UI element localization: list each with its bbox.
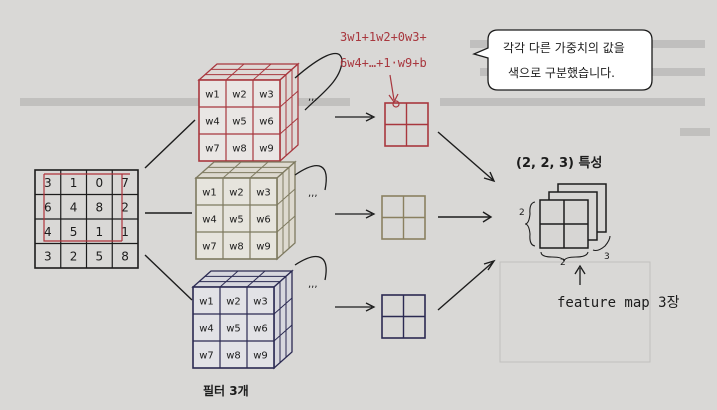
input-to-filter-lines: [144, 119, 196, 301]
matrix-cell-value: 3: [44, 249, 52, 263]
matrix-cell-value: 0: [96, 176, 104, 190]
filter-weight-label: w8: [226, 351, 241, 362]
filter-side-line: [276, 215, 296, 233]
filter-weight-label: w6: [253, 324, 268, 335]
filter-top-line: [249, 161, 269, 179]
formula-line-1: 3w1+1w2+0w3+: [340, 30, 427, 44]
filter-weight-label: w9: [253, 351, 268, 362]
filter-weight-label: w3: [253, 297, 268, 308]
dim-depth-label: 3: [604, 252, 610, 262]
matrix-cell-value: 8: [96, 200, 104, 214]
filter-weight-label: w4: [205, 117, 220, 128]
callout-bubble: [472, 29, 653, 91]
matrix-cell-value: 2: [70, 249, 78, 263]
matrix-cell-value: 7: [121, 176, 129, 190]
filter-stroke-curves: ,,, ,,, ,,,: [294, 52, 343, 290]
filter-side-line: [276, 188, 296, 206]
svg-text:,,,: ,,,: [308, 92, 318, 103]
filter-side-face: [279, 62, 299, 163]
stacked-feature-maps: [539, 183, 607, 249]
filter-side-line: [279, 117, 299, 135]
filter-front-face: [198, 79, 281, 162]
filter-red: w1 w2 w3 w4 w5 w6 w7 w8 w9: [197, 62, 300, 163]
grid-to-feature-arrows: [437, 131, 496, 311]
filter-navy: w1 w2 w3 w4 w5 w6 w7 w8 w9: [191, 269, 294, 370]
filter-side-face: [276, 160, 296, 261]
matrix-cell-value: 2: [121, 200, 129, 214]
filter-top-line: [246, 270, 266, 288]
matrix-cell-value: 5: [70, 225, 78, 239]
output-grid-navy: [381, 294, 426, 339]
filter-weight-label: w1: [199, 297, 214, 308]
filter-weight-label: w5: [232, 117, 247, 128]
feature-map-note: feature map 3장: [557, 295, 680, 311]
filter-weight-label: w6: [256, 215, 271, 226]
filter-weight-label: w2: [229, 188, 244, 199]
filter-weight-label: w5: [226, 324, 241, 335]
filter-weight-label: w2: [232, 90, 247, 101]
output-grid-red: [384, 102, 429, 147]
matrix-cell-value: 8: [121, 249, 129, 263]
filter-caption: 필터 3개: [203, 384, 249, 398]
dim-bottom-label: 2: [560, 258, 566, 268]
filter-side-line: [273, 324, 293, 342]
svg-text:,,,: ,,,: [308, 279, 318, 290]
input-matrix: 3 1 0 7 6 4 8 2 4 5 1 1 3 2 5 8: [34, 169, 139, 269]
formula-line-2: 6w4+…+1·w9+b: [340, 56, 427, 70]
feature-note-arrow: [574, 264, 586, 285]
callout-line-2: 색으로 구분했습니다.: [508, 66, 615, 80]
filter-top-line: [225, 63, 245, 81]
filter-front-face: [192, 286, 275, 369]
filter-weight-label: w9: [256, 242, 271, 253]
filter-side-face: [273, 269, 293, 370]
filter-front-face: [195, 177, 278, 260]
svg-text:,,,: ,,,: [308, 188, 318, 199]
filter-weight-label: w1: [202, 188, 217, 199]
matrix-cell-value: 1: [96, 225, 104, 239]
dimension-braces: [524, 201, 611, 262]
formula-pointer-dot: [392, 100, 400, 108]
matrix-cell-value: 6: [44, 200, 52, 214]
filter-weight-label: w9: [259, 144, 274, 155]
output-grid-olive: [381, 195, 426, 240]
filter-weight-label: w3: [259, 90, 274, 101]
filter-weight-label: w8: [229, 242, 244, 253]
dim-side-label: 2: [519, 208, 525, 218]
filter-top-line: [222, 161, 242, 179]
matrix-cell-value: 4: [44, 225, 52, 239]
filter-top-line: [219, 270, 239, 288]
filter-weight-label: w7: [199, 351, 214, 362]
filter-weight-label: w6: [259, 117, 274, 128]
matrix-cell-value: 1: [121, 225, 129, 239]
filter-weight-label: w3: [256, 188, 271, 199]
callout-line-1: 각각 다른 가중치의 값을: [503, 41, 625, 55]
filter-to-output-arrows: [335, 112, 376, 312]
filter-weight-label: w8: [232, 144, 247, 155]
filter-top-line: [252, 63, 272, 81]
filter-weight-label: w5: [229, 215, 244, 226]
filter-side-line: [273, 297, 293, 315]
filter-weight-label: w2: [226, 297, 241, 308]
filter-weight-label: w4: [202, 215, 217, 226]
filter-weight-label: w7: [205, 144, 220, 155]
filter-olive: w1 w2 w3 w4 w5 w6 w7 w8 w9: [194, 160, 297, 261]
output-shape-label: (2, 2, 3) 특성: [516, 156, 603, 171]
filter-weight-label: w1: [205, 90, 220, 101]
filter-weight-label: w4: [199, 324, 214, 335]
matrix-cell-value: 5: [96, 249, 104, 263]
matrix-cell-value: 3: [44, 176, 52, 190]
matrix-cell-value: 4: [70, 200, 78, 214]
filter-side-line: [279, 90, 299, 108]
filter-weight-label: w7: [202, 242, 217, 253]
matrix-cell-value: 1: [70, 176, 78, 190]
